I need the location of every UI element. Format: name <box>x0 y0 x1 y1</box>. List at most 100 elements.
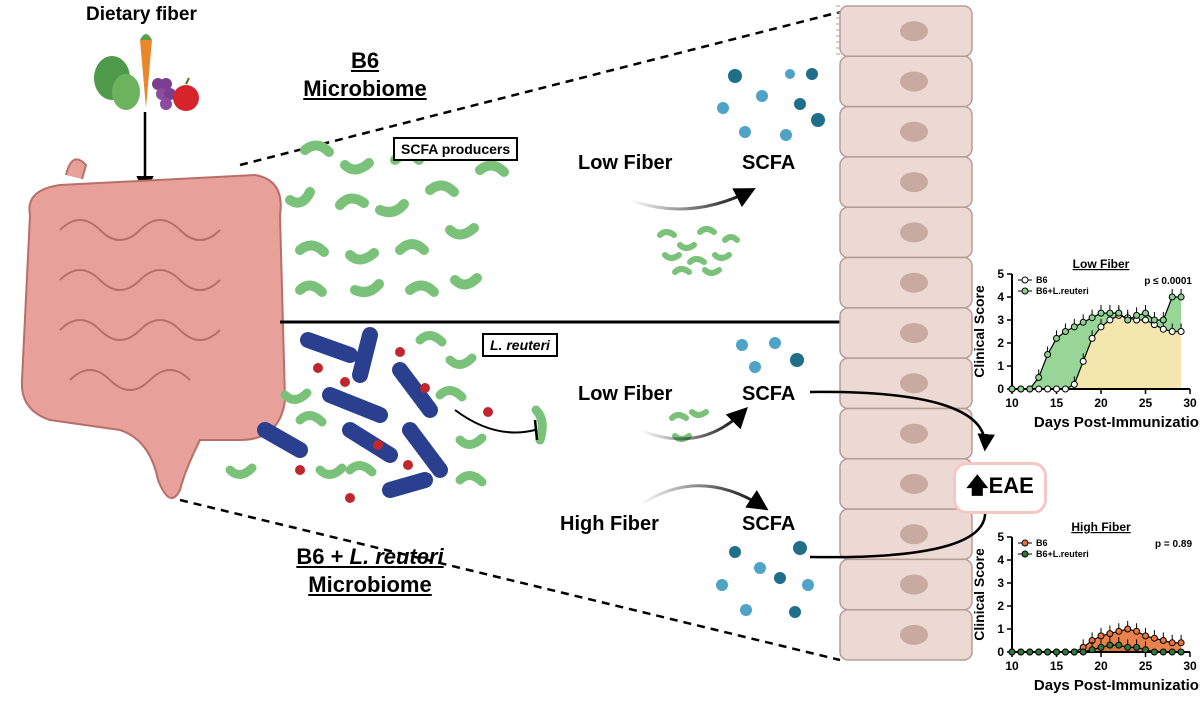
cell-nucleus <box>900 524 928 545</box>
high-fiber-arrow <box>639 484 769 511</box>
b6-title-line1: B6 <box>350 48 380 73</box>
low-fiber-label-mid: Low Fiber <box>578 383 673 405</box>
series-reuteri-point <box>1053 334 1060 342</box>
x-tick-label: 10 <box>1005 659 1019 673</box>
l-reuteri-box: L. reuteri <box>482 333 558 357</box>
reuteri-bacteria <box>257 327 448 498</box>
series-reuteri-point <box>1053 648 1060 656</box>
legend-marker <box>1021 550 1029 558</box>
inhibition-bar <box>533 419 539 441</box>
series-b6-point <box>1106 316 1114 324</box>
series-reuteri-point <box>1061 648 1069 656</box>
y-tick-label: 5 <box>997 267 1004 281</box>
scfa-label-bottom: SCFA <box>742 513 796 535</box>
series-reuteri-point <box>1044 648 1052 656</box>
small-bacteria-cluster-top <box>657 226 740 276</box>
series-b6-point <box>1106 630 1114 638</box>
x-tick-label: 20 <box>1094 659 1108 673</box>
series-b6-point <box>1177 328 1185 335</box>
x-tick-label: 15 <box>1050 659 1064 673</box>
inhibition-arrow <box>454 409 536 434</box>
legend-label: B6 <box>1036 275 1048 285</box>
y-tick-label: 0 <box>997 645 1004 659</box>
series-b6-point <box>1159 325 1167 333</box>
series-reuteri-point <box>1061 328 1069 335</box>
scfa-dots-mid <box>736 337 804 373</box>
reuteri-title-prefix: B6 + <box>296 544 350 569</box>
series-reuteri-point <box>1017 648 1025 656</box>
promote-eae-arrow <box>809 390 995 452</box>
series-b6-point <box>1044 385 1052 393</box>
cell-nucleus <box>900 71 928 92</box>
eae-label: EAE <box>988 473 1034 498</box>
green-bacteria-bottom <box>225 331 547 487</box>
scfa-pentagons <box>295 347 493 503</box>
reuteri-microbiome-title: B6 + L. reuteri Microbiome <box>265 543 475 599</box>
chart-title: Low Fiber <box>1073 257 1130 271</box>
zoom-line-top <box>239 10 841 167</box>
series-b6-point <box>1088 334 1096 342</box>
cell-nucleus <box>900 323 928 343</box>
series-reuteri-point <box>1079 648 1087 656</box>
series-reuteri-point <box>1133 311 1141 319</box>
x-axis-label: Days Post-Immunization <box>1034 414 1200 431</box>
dietary-fiber-label: Dietary fiber <box>86 4 197 25</box>
reuteri-title-line2: Microbiome <box>308 572 432 597</box>
series-reuteri-point <box>1026 648 1034 656</box>
series-b6-point <box>1079 357 1087 365</box>
series-reuteri-point <box>1115 641 1123 649</box>
y-tick-label: 3 <box>997 313 1004 327</box>
series-b6-point <box>1150 634 1158 642</box>
low-fiber-label-top: Low Fiber <box>578 152 673 174</box>
eae-badge: 🡅EAE <box>953 462 1047 514</box>
series-reuteri-point <box>1142 646 1149 654</box>
series-b6-point <box>1097 323 1105 331</box>
x-axis-label: Days Post-Immunization <box>1034 677 1200 694</box>
b6-microbiome-title: B6 Microbiome <box>295 47 435 103</box>
p-value-annotation: p ≤ 0.0001 <box>1144 276 1192 287</box>
legend-label: B6+L.reuteri <box>1036 286 1089 296</box>
zoom-line-bottom <box>179 498 841 662</box>
x-tick-label: 25 <box>1139 659 1153 673</box>
inhibit-eae-line <box>809 509 987 559</box>
x-tick-label: 25 <box>1139 396 1153 410</box>
series-reuteri-point <box>1070 323 1078 331</box>
series-reuteri-point <box>1035 374 1043 381</box>
series-reuteri-point <box>1106 309 1114 317</box>
series-b6-point <box>1168 639 1176 647</box>
series-reuteri-point <box>1008 648 1016 656</box>
cell-nucleus <box>900 21 928 42</box>
cell-nucleus <box>900 373 928 394</box>
x-tick-label: 10 <box>1005 396 1019 410</box>
p-value-annotation: p = 0.89 <box>1155 539 1192 550</box>
series-reuteri-point <box>1168 293 1176 301</box>
series-reuteri-point <box>1106 641 1114 649</box>
series-b6-point <box>1168 328 1176 335</box>
series-reuteri-point <box>1097 643 1105 651</box>
series-reuteri-point <box>1177 648 1185 656</box>
reuteri-title-species: L. reuteri <box>349 544 444 569</box>
series-b6-point <box>1142 632 1149 640</box>
series-reuteri-point <box>1115 309 1123 317</box>
series-reuteri-point <box>1070 648 1078 656</box>
y-tick-label: 2 <box>997 336 1004 350</box>
series-reuteri-point <box>1079 318 1087 326</box>
y-tick-label: 5 <box>997 530 1004 544</box>
cell-nucleus <box>900 624 928 645</box>
x-tick-label: 30 <box>1183 659 1197 673</box>
scfa-producer-bacteria <box>285 140 509 297</box>
series-b6-point <box>1159 637 1167 644</box>
legend-marker <box>1021 276 1029 284</box>
series-reuteri-point <box>1026 385 1034 393</box>
y-axis-label: Clinical Score <box>971 548 987 641</box>
y-tick-label: 1 <box>997 622 1004 636</box>
scfa-dots-bottom <box>716 541 814 618</box>
x-tick-label: 30 <box>1183 396 1197 410</box>
series-reuteri-point <box>1017 385 1025 393</box>
series-b6-point <box>1097 632 1105 640</box>
y-tick-label: 1 <box>997 359 1004 373</box>
series-reuteri-point <box>1159 316 1167 324</box>
